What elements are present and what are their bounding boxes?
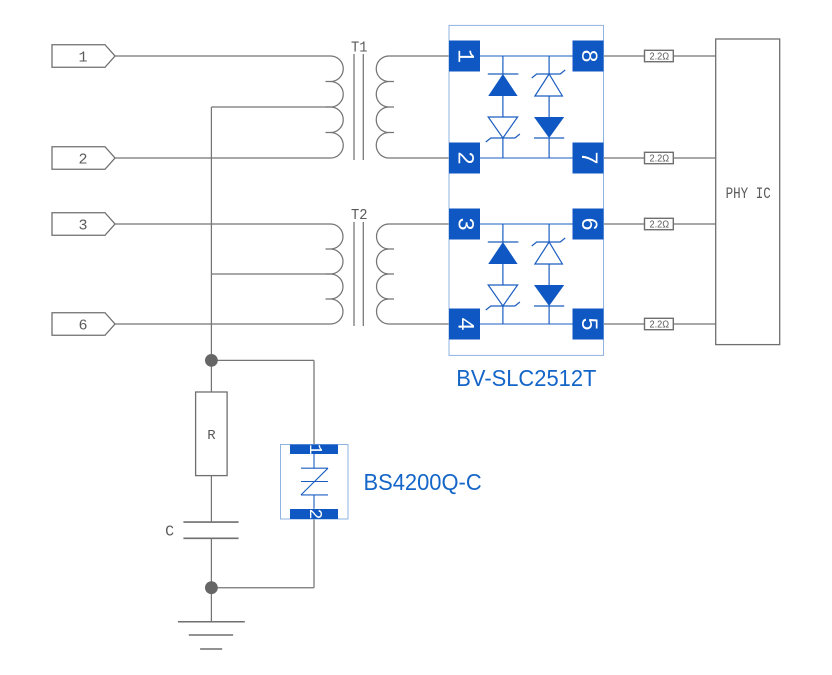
svg-text:5: 5 — [575, 317, 601, 331]
svg-text:3: 3 — [452, 217, 478, 231]
svg-text:2.2Ω: 2.2Ω — [649, 219, 669, 230]
svg-text:1: 1 — [304, 444, 324, 455]
svg-text:4: 4 — [452, 317, 478, 331]
svg-text:2.2Ω: 2.2Ω — [649, 153, 669, 164]
svg-text:T1: T1 — [351, 40, 368, 57]
svg-text:6: 6 — [575, 217, 601, 231]
svg-text:BS4200Q-C: BS4200Q-C — [364, 469, 482, 495]
svg-text:6: 6 — [78, 317, 87, 334]
svg-text:2: 2 — [78, 151, 87, 168]
svg-text:PHY IC: PHY IC — [726, 186, 771, 204]
svg-text:C: C — [165, 524, 174, 541]
svg-text:2: 2 — [452, 151, 478, 165]
svg-text:7: 7 — [575, 151, 601, 165]
svg-text:BV-SLC2512T: BV-SLC2512T — [456, 365, 596, 391]
svg-text:8: 8 — [575, 49, 601, 63]
svg-text:3: 3 — [78, 217, 87, 234]
svg-text:2: 2 — [304, 509, 324, 520]
svg-text:2.2Ω: 2.2Ω — [649, 51, 669, 62]
svg-text:2.2Ω: 2.2Ω — [649, 319, 669, 330]
svg-text:1: 1 — [78, 49, 87, 66]
svg-text:T2: T2 — [351, 208, 368, 225]
svg-text:R: R — [207, 428, 216, 444]
svg-text:1: 1 — [452, 49, 478, 63]
